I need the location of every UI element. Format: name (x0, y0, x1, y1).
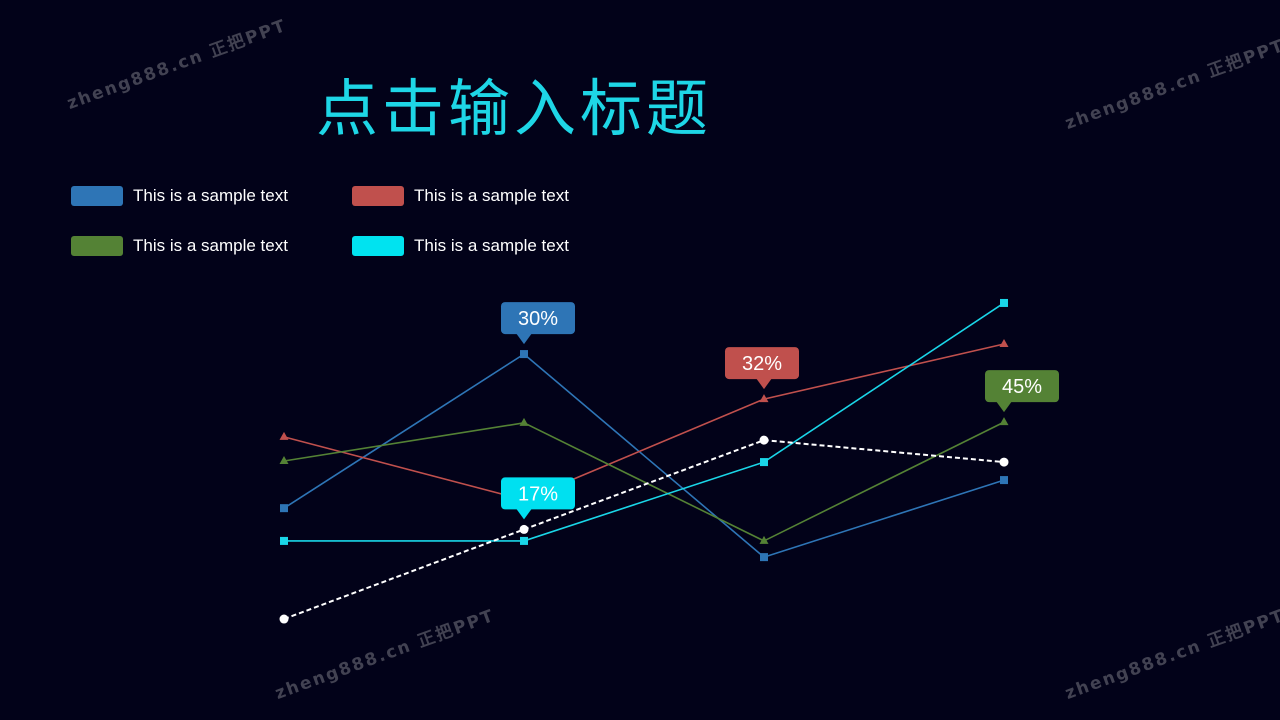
data-point (280, 504, 288, 513)
data-point (760, 458, 768, 467)
data-label: 30% (518, 308, 558, 330)
callout-pointer (996, 401, 1012, 413)
data-point (1000, 298, 1008, 307)
data-point (1000, 476, 1008, 485)
callout-box (725, 347, 799, 380)
callout-pointer (516, 333, 532, 345)
callout-pointer (516, 508, 532, 520)
legend-label: This is a sample text (133, 186, 288, 205)
series-line-4 (283, 439, 1005, 620)
slide-title[interactable]: 点击输入标题 (316, 72, 713, 145)
legend-swatch (352, 186, 404, 206)
callout-box (501, 477, 575, 510)
legend-swatch (71, 236, 123, 256)
legend-label: This is a sample text (133, 236, 288, 255)
data-point (519, 417, 529, 426)
legend-item: This is a sample text (71, 186, 288, 206)
callout-box (985, 370, 1059, 403)
callout-box (501, 302, 575, 335)
data-point (759, 394, 769, 403)
series-line-0 (283, 353, 1005, 559)
legend-item: This is a sample text (352, 236, 569, 256)
data-label: 45% (1002, 376, 1042, 398)
callout-pointer (756, 378, 772, 390)
legend-item: This is a sample text (352, 186, 569, 206)
data-point (999, 417, 1009, 426)
legend-swatch (352, 236, 404, 256)
data-point (519, 524, 529, 534)
data-label: 17% (518, 483, 558, 505)
data-point (279, 614, 289, 624)
data-point (520, 536, 528, 545)
legend-label: This is a sample text (414, 236, 569, 255)
data-point (760, 553, 768, 562)
data-point (280, 536, 288, 545)
data-point (999, 339, 1009, 347)
legend-label: This is a sample text (414, 186, 569, 205)
data-point (759, 435, 769, 445)
data-point (279, 431, 289, 440)
data-label: 32% (742, 353, 782, 375)
series-line-3 (284, 302, 1005, 542)
data-point (759, 535, 769, 544)
legend-swatch (71, 186, 123, 206)
data-point (999, 457, 1009, 467)
series-line-2 (283, 421, 1005, 542)
data-point (279, 456, 289, 464)
data-point (520, 350, 528, 359)
legend-item: This is a sample text (71, 236, 288, 256)
series-line-1 (283, 343, 1005, 501)
